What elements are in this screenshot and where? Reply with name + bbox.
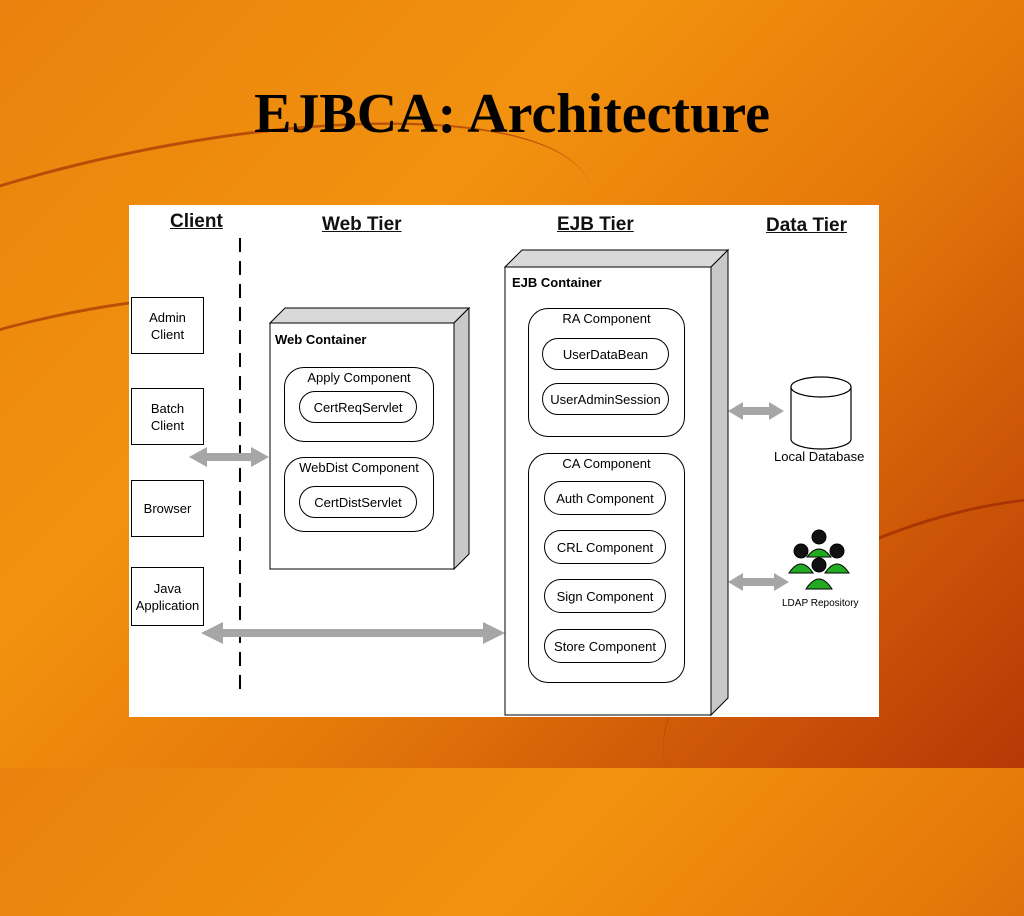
client-box-batch: Batch Client — [131, 388, 204, 445]
client-tier-separator — [239, 238, 241, 697]
sign-component: Sign Component — [544, 579, 666, 613]
client-box-admin: Admin Client — [131, 297, 204, 354]
apply-component-label: Apply Component — [307, 370, 411, 385]
arrow-client-ejb — [201, 622, 505, 644]
client-box-java-application: Java Application — [131, 567, 204, 626]
store-component: Store Component — [544, 629, 666, 663]
crl-component: CRL Component — [544, 530, 666, 564]
tier-header-ejb: EJB Tier — [557, 214, 634, 235]
local-database-label: Local Database — [774, 449, 865, 464]
ldap-users-icon — [788, 529, 850, 590]
cert-req-servlet: CertReqServlet — [299, 391, 417, 423]
tier-header-web: Web Tier — [322, 214, 402, 235]
ca-component-label: CA Component — [562, 456, 651, 471]
arrow-ejb-database — [728, 402, 784, 420]
cert-dist-servlet: CertDistServlet — [299, 486, 417, 518]
webdist-component-label: WebDist Component — [299, 460, 419, 475]
tier-header-data: Data Tier — [766, 215, 847, 236]
user-data-bean: UserDataBean — [542, 338, 669, 370]
slide-title: EJBCA: Architecture — [254, 83, 770, 145]
client-box-browser: Browser — [131, 480, 204, 537]
arrow-client-web — [189, 447, 269, 467]
arrow-ejb-ldap — [728, 573, 789, 591]
ldap-repository-label: LDAP Repository — [782, 598, 859, 609]
web-container-label: Web Container — [275, 332, 367, 347]
user-admin-session: UserAdminSession — [542, 383, 669, 415]
tier-header-client: Client — [170, 211, 223, 232]
connection-arrows — [189, 402, 789, 644]
database-icon — [790, 376, 852, 450]
ejb-container-label: EJB Container — [512, 275, 602, 290]
architecture-diagram: Client Web Tier EJB Tier Data Tier Admin… — [129, 205, 879, 717]
ra-component-group: RA Component — [528, 308, 685, 437]
ra-component-label: RA Component — [562, 311, 651, 326]
auth-component: Auth Component — [544, 481, 666, 515]
